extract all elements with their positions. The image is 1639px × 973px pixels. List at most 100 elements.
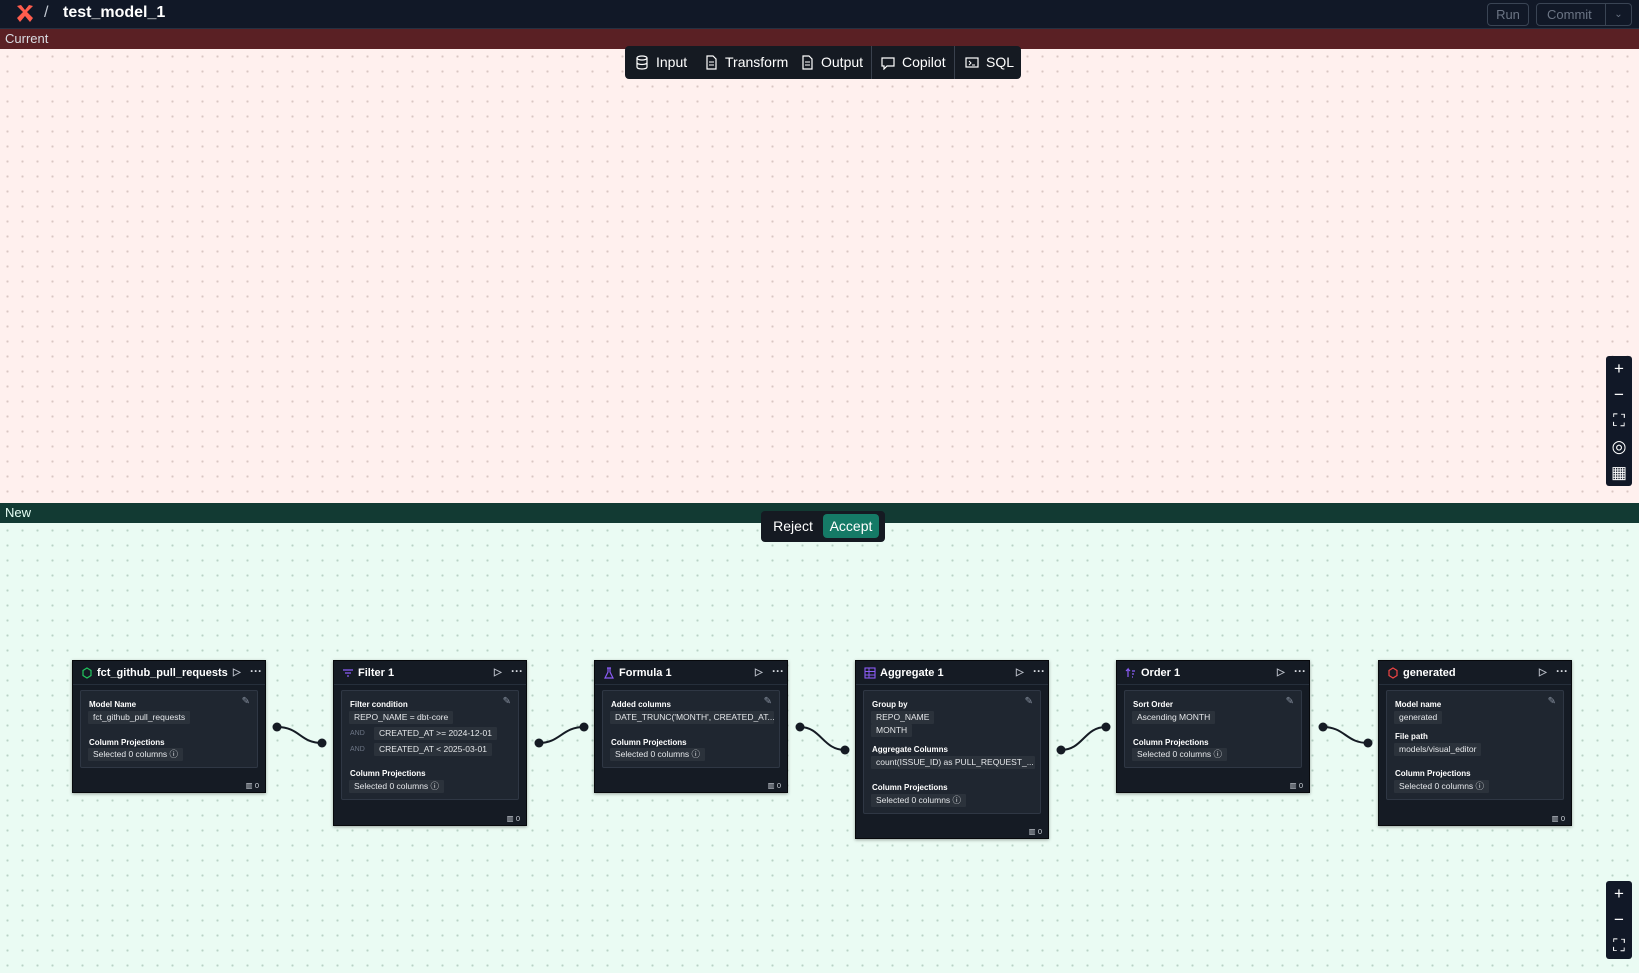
- database-icon: [636, 55, 648, 70]
- document-output-icon: [802, 55, 813, 70]
- field-label: Sort Order: [1133, 700, 1174, 709]
- field-label: Group by: [872, 700, 908, 709]
- node-title: Aggregate 1: [880, 667, 944, 679]
- play-icon[interactable]: ▷: [494, 667, 502, 678]
- field-label: Column Projections: [1395, 769, 1471, 778]
- column-projection-chip[interactable]: Selected 0 columns ⓘ: [1132, 748, 1228, 761]
- model-icon: [82, 667, 92, 679]
- chevron-down-icon[interactable]: ⌄: [1605, 4, 1631, 25]
- node-config: ✎ Filter condition REPO_NAME = dbt-core …: [341, 690, 519, 800]
- play-icon[interactable]: ▷: [1539, 667, 1547, 678]
- edit-icon[interactable]: ✎: [763, 696, 772, 707]
- column-count-value: 0: [515, 814, 520, 823]
- play-icon[interactable]: ▷: [1016, 667, 1024, 678]
- transform-tool-button[interactable]: Transform: [704, 46, 788, 79]
- more-icon[interactable]: ···: [1556, 664, 1568, 678]
- column-count-value: 0: [1037, 827, 1042, 836]
- node-config: ✎ Sort Order Ascending MONTH Column Proj…: [1124, 690, 1302, 768]
- commit-label: Commit: [1547, 7, 1592, 22]
- model-title[interactable]: test_model_1: [63, 4, 166, 21]
- group-by-chip: REPO_NAME: [871, 711, 935, 724]
- play-icon[interactable]: ▷: [233, 667, 241, 678]
- column-count-value: 0: [1560, 814, 1565, 823]
- toolbar-divider: [871, 46, 872, 79]
- node-filter-1[interactable]: Filter 1 ▷ ··· ✎ Filter condition REPO_N…: [333, 660, 527, 826]
- top-bar: / test_model_1 Run Commit ⌄: [0, 0, 1639, 29]
- current-zoom-controls: + − ⛶ ◎ ▦: [1606, 356, 1632, 486]
- more-icon[interactable]: ···: [772, 664, 784, 678]
- column-projection-chip[interactable]: Selected 0 columns ⓘ: [88, 748, 184, 761]
- plus-icon[interactable]: +: [1614, 884, 1624, 903]
- fit-view-icon[interactable]: ⛶: [1613, 411, 1625, 430]
- transform-tool-label: Transform: [725, 54, 789, 70]
- column-count: ▥ 0: [767, 781, 781, 790]
- edit-icon[interactable]: ✎: [502, 696, 511, 707]
- model-name-chip: generated: [1394, 711, 1443, 724]
- node-aggregate-1[interactable]: Aggregate 1 ▷ ··· ✎ Group by REPO_NAME M…: [855, 660, 1049, 839]
- column-count: ▥ 0: [245, 781, 259, 790]
- more-icon[interactable]: ···: [1033, 664, 1045, 678]
- fit-view-icon[interactable]: ⛶: [1613, 936, 1625, 955]
- filter-condition-chip: CREATED_AT < 2025-03-01: [374, 743, 492, 756]
- field-label: Column Projections: [1133, 738, 1209, 747]
- more-icon[interactable]: ···: [511, 664, 523, 678]
- play-icon[interactable]: ▷: [1277, 667, 1285, 678]
- more-icon[interactable]: ···: [1294, 664, 1306, 678]
- accept-button[interactable]: Accept: [823, 514, 879, 538]
- and-operator: AND: [350, 730, 365, 737]
- output-tool-button[interactable]: Output: [800, 46, 863, 79]
- column-count: ▥ 0: [506, 814, 520, 823]
- current-canvas[interactable]: [0, 49, 1639, 503]
- commit-button[interactable]: Commit ⌄: [1536, 3, 1632, 26]
- dbt-logo-icon[interactable]: [15, 4, 35, 24]
- edit-icon[interactable]: ✎: [1285, 696, 1294, 707]
- copilot-tool-button[interactable]: Copilot: [881, 46, 946, 79]
- node-config: ✎ Group by REPO_NAME MONTH Aggregate Col…: [863, 690, 1041, 814]
- field-label: Added columns: [611, 700, 672, 709]
- toolbar-divider: [954, 46, 955, 79]
- column-projection-chip[interactable]: Selected 0 columns ⓘ: [1394, 780, 1490, 793]
- column-count-value: 0: [776, 781, 781, 790]
- field-label: Aggregate Columns: [872, 745, 949, 754]
- formula-icon: [604, 667, 614, 679]
- column-count: ▥ 0: [1028, 827, 1042, 836]
- more-icon[interactable]: ···: [250, 664, 262, 678]
- reject-button[interactable]: Reject: [773, 518, 813, 534]
- document-icon: [706, 55, 717, 70]
- edit-icon[interactable]: ✎: [1547, 696, 1556, 707]
- column-projection-chip[interactable]: Selected 0 columns ⓘ: [349, 780, 445, 793]
- edit-icon[interactable]: ✎: [241, 696, 250, 707]
- field-label: Column Projections: [350, 769, 426, 778]
- column-projection-chip[interactable]: Selected 0 columns ⓘ: [871, 794, 967, 807]
- field-label: Column Projections: [89, 738, 165, 747]
- aggregate-column-chip: count(ISSUE_ID) as PULL_REQUEST_...: [871, 756, 1035, 769]
- input-tool-button[interactable]: Input: [635, 46, 687, 79]
- node-config: ✎ Model Name fct_github_pull_requests Co…: [80, 690, 258, 768]
- column-projection-chip[interactable]: Selected 0 columns ⓘ: [610, 748, 706, 761]
- minus-icon[interactable]: −: [1614, 910, 1624, 929]
- node-header: generated ▷ ···: [1379, 661, 1571, 685]
- grid-icon[interactable]: ▦: [1610, 463, 1628, 482]
- column-count: ▥ 0: [1551, 814, 1565, 823]
- center-icon[interactable]: ◎: [1611, 437, 1627, 456]
- copilot-tool-label: Copilot: [902, 54, 946, 70]
- output-tool-label: Output: [821, 54, 864, 70]
- column-count-value: 0: [1298, 781, 1303, 790]
- node-title: Filter 1: [358, 667, 395, 679]
- sort-icon: [1125, 667, 1135, 678]
- minus-icon[interactable]: −: [1614, 385, 1624, 404]
- play-icon[interactable]: ▷: [755, 667, 763, 678]
- node-toolbar: Input Transform Output Copilot SQL: [625, 46, 1021, 79]
- node-order-1[interactable]: Order 1 ▷ ··· ✎ Sort Order Ascending MON…: [1116, 660, 1310, 793]
- node-fct-github-pull-requests[interactable]: fct_github_pull_requests ▷ ··· ✎ Model N…: [72, 660, 266, 793]
- plus-icon[interactable]: +: [1614, 359, 1624, 378]
- node-formula-1[interactable]: Formula 1 ▷ ··· ✎ Added columns DATE_TRU…: [594, 660, 788, 793]
- run-button[interactable]: Run: [1487, 3, 1529, 26]
- node-title: Formula 1: [619, 667, 672, 679]
- sql-tool-button[interactable]: SQL: [965, 46, 1014, 79]
- node-config: ✎ Model name generated File path models/…: [1386, 690, 1564, 800]
- node-header: Formula 1 ▷ ···: [595, 661, 787, 685]
- node-generated[interactable]: generated ▷ ··· ✎ Model name generated F…: [1378, 660, 1572, 826]
- sort-order-chip: Ascending MONTH: [1132, 711, 1216, 724]
- edit-icon[interactable]: ✎: [1024, 696, 1033, 707]
